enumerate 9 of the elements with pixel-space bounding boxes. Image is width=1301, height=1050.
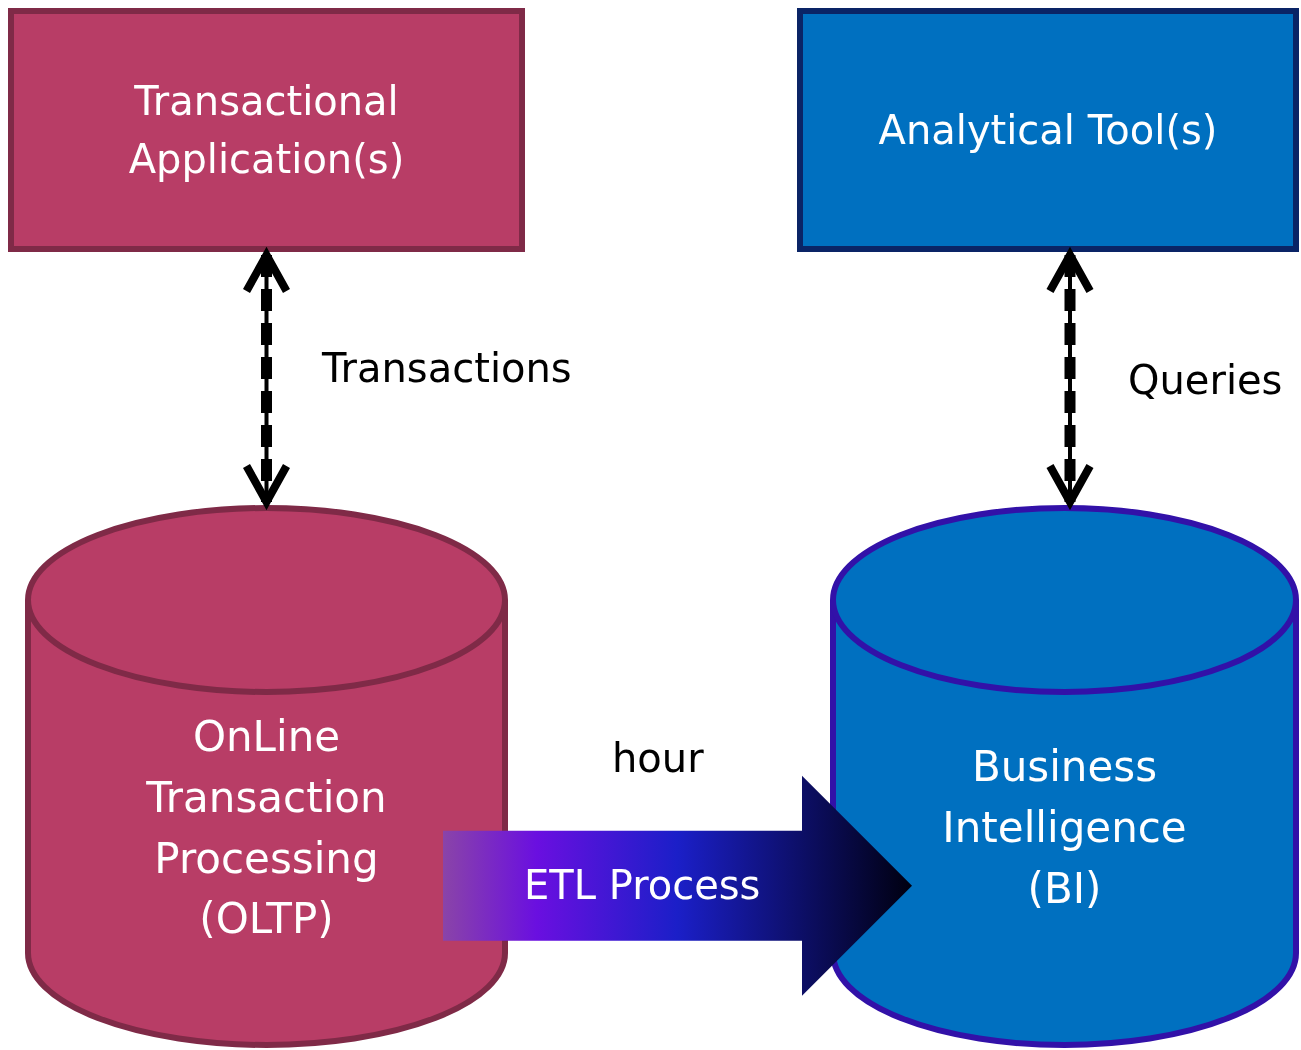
block-arrow <box>443 775 912 996</box>
note-label: hour <box>611 735 705 781</box>
node-label: Analytical Tool(s) <box>878 106 1218 155</box>
node-label: OnLine Transaction Processing (OLTP) <box>145 710 388 946</box>
edge-label: ETL Process <box>523 862 762 908</box>
process-box <box>797 8 1299 252</box>
process-box <box>8 8 525 252</box>
node-label: Business Intelligence (BI) <box>941 741 1188 915</box>
node-label: Transactional Application(s) <box>127 77 406 184</box>
